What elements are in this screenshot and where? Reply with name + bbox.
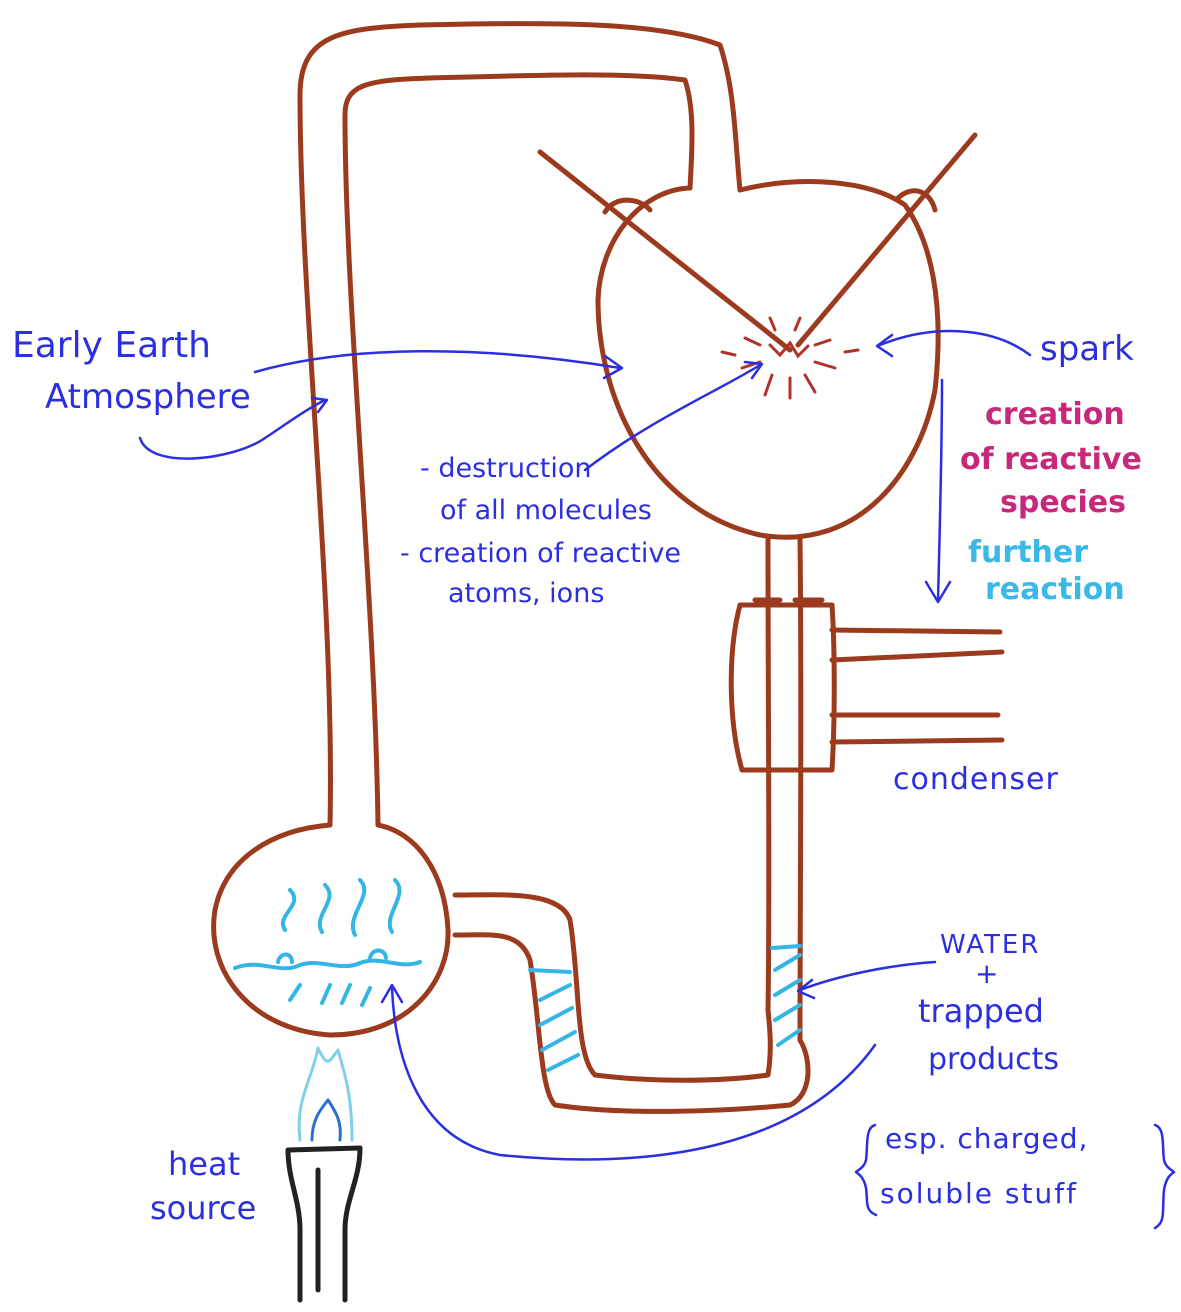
spark-ray: [795, 318, 800, 330]
spark-ray: [845, 350, 858, 352]
creation-label-line3: species: [1000, 488, 1126, 518]
trap-left-hatch-1: [540, 985, 570, 1000]
brace-right: [1155, 1125, 1174, 1228]
condenser-pipe-lower-bottom: [832, 740, 1002, 742]
spark-label: spark: [1040, 332, 1134, 366]
stem-left: [768, 538, 769, 1010]
further-label-line1: further: [968, 538, 1088, 568]
burner-top: [288, 1148, 360, 1150]
creation-label-line2: of reactive: [960, 445, 1142, 475]
destruction-label-line2: of all molecules: [440, 497, 652, 524]
further-label-line2: reaction: [985, 575, 1125, 605]
burner: [288, 1148, 360, 1300]
water-surface: [235, 961, 420, 969]
arrow-spark-label: [880, 331, 1030, 355]
trap-left-water-top: [530, 970, 570, 972]
trap-left-hatch-4: [548, 1055, 578, 1070]
spark-ray: [805, 375, 815, 392]
u-trap-inner: [455, 895, 770, 1081]
spark-ray: [815, 362, 835, 368]
boiling-flask: [214, 825, 448, 1035]
creation-ions-label-line1: - creation of reactive: [400, 540, 681, 567]
burner-right-side: [345, 1148, 360, 1300]
condenser-label: condenser: [893, 765, 1059, 795]
u-trap-outer: [455, 935, 808, 1112]
spark-chamber: [598, 182, 938, 538]
destruction-label-line1: - destruction: [420, 455, 592, 482]
early-earth-label-line2: Atmosphere: [45, 380, 251, 414]
creation-label-line1: creation: [985, 400, 1125, 430]
vapor-wave-1: [283, 890, 294, 930]
burner-left-side: [288, 1150, 300, 1300]
condenser-pipe-upper-bottom: [832, 652, 1002, 660]
trap-right-hatch-1: [775, 955, 800, 970]
esp-label-line2: soluble stuff: [880, 1180, 1078, 1208]
bubble-2: [370, 951, 386, 959]
spark-burst: [722, 318, 858, 398]
water-label-line4: products: [928, 1045, 1059, 1075]
left-electrode: [540, 152, 790, 350]
trap-left-hatch-2: [540, 1008, 572, 1025]
trap-right-hatch-2: [775, 980, 800, 995]
flask-water-mark-2: [322, 985, 330, 1003]
arrow-further-reaction: [938, 380, 942, 600]
brace-left: [856, 1125, 876, 1215]
arrow-spark-label-head: [877, 335, 892, 356]
flame: [299, 1048, 352, 1140]
outer-tube: [300, 24, 740, 825]
trap-right-hatch-4: [778, 1030, 800, 1045]
flame-inner: [312, 1100, 340, 1140]
bubble-1: [278, 955, 292, 963]
arrow-trapped-products: [800, 962, 935, 990]
heat-label-line2: source: [150, 1192, 256, 1224]
condenser-pipe-upper-top: [832, 630, 1000, 632]
trap-left-hatch-3: [542, 1032, 575, 1050]
flask-water-mark-3: [342, 985, 350, 1003]
heat-label-line1: heat: [168, 1148, 240, 1180]
arrow-to-flask: [392, 988, 875, 1159]
flask-water-mark-4: [362, 988, 370, 1005]
stem-right: [800, 538, 801, 1040]
vapor-wave-4: [390, 880, 400, 932]
creation-ions-label-line2: atoms, ions: [448, 580, 604, 607]
early-earth-label-line1: Early Earth: [12, 328, 211, 364]
esp-label-line1: esp. charged,: [885, 1125, 1088, 1153]
trap-right-water-top: [772, 946, 800, 948]
spark-ray: [765, 375, 772, 395]
condenser-jacket: [731, 605, 834, 770]
spark-ray: [745, 338, 760, 345]
spark-ray: [722, 352, 735, 355]
water-label-line2: +: [975, 960, 998, 988]
spark-ray: [815, 340, 830, 345]
vapor-wave-3: [353, 880, 364, 935]
right-electrode: [798, 135, 975, 345]
water-and-vapor: [235, 880, 800, 1070]
flame-outer: [299, 1048, 352, 1140]
spark-ray: [770, 318, 775, 330]
flask-water-mark-1: [290, 985, 300, 1000]
water-label-line1: WATER: [940, 932, 1040, 958]
trap-right-hatch-3: [775, 1005, 800, 1020]
water-label-line3: trapped: [918, 995, 1044, 1027]
vapor-wave-2: [320, 885, 330, 932]
